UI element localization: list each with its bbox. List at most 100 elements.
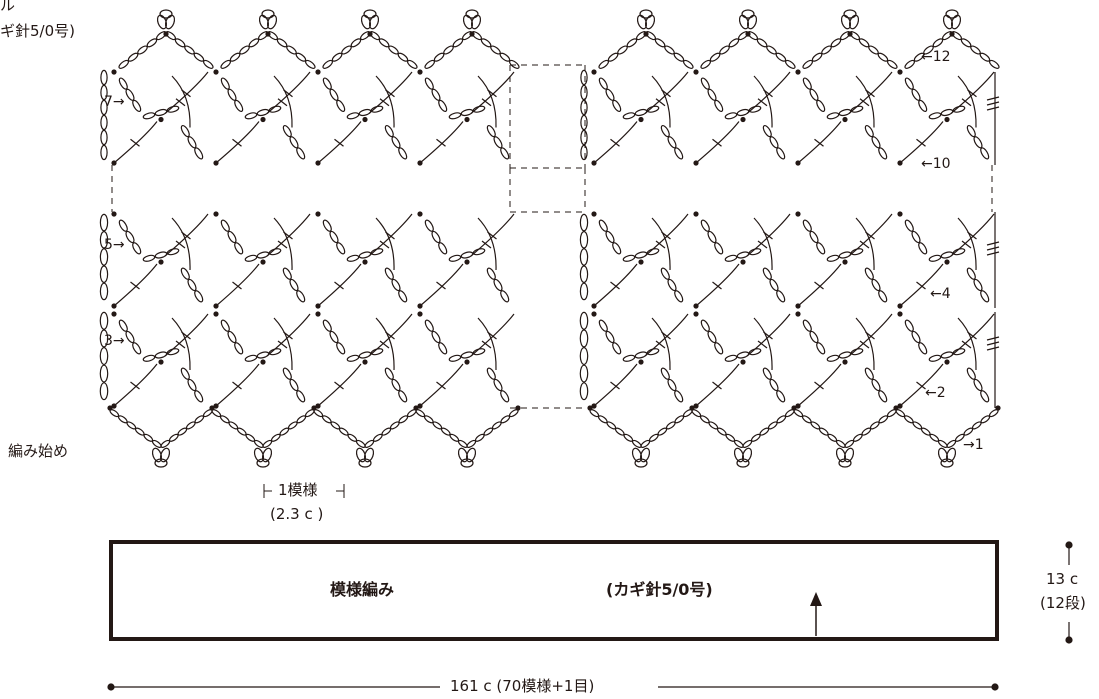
chain-stitch (388, 45, 399, 55)
chain-stitch (329, 330, 339, 344)
slip-stitch-dot (260, 259, 266, 265)
slip-stitch-dot (111, 69, 117, 75)
chain-stitch (125, 88, 135, 101)
chain-stitch (918, 242, 928, 255)
chain-stitch (766, 45, 777, 55)
chain-stitch (194, 290, 204, 303)
chain-stitch (391, 378, 401, 392)
slip-stitch-dot (417, 303, 423, 309)
chain-stitch (358, 351, 372, 359)
chain-stitch (660, 267, 670, 280)
chain-stitch (709, 52, 721, 62)
double-crochet-stitch (215, 263, 260, 307)
chain-stitch (664, 45, 675, 55)
stitch-crossbar (961, 340, 972, 349)
chain-stitch (296, 390, 306, 403)
double-crochet-stitch (644, 71, 689, 114)
double-crochet-stitch (171, 75, 191, 128)
chain-stitch (486, 367, 496, 380)
double-crochet-stitch (746, 313, 791, 357)
picot-loop (644, 14, 656, 30)
chain-stitch (234, 342, 244, 355)
stitch-crossbar (859, 340, 870, 349)
chain-stitch (180, 267, 190, 280)
chain-stitch (598, 319, 608, 332)
chain-stitch (500, 147, 510, 160)
chain-stitch (579, 364, 589, 383)
chain-stitch (776, 147, 786, 160)
stitch-crossbar (757, 340, 768, 349)
picot-loop (159, 9, 173, 19)
slip-stitch-dot (464, 116, 470, 123)
chain-stitch (776, 390, 786, 403)
chain-stitch (457, 439, 468, 448)
chain-stitch (370, 105, 384, 113)
chain-stitch (775, 52, 787, 62)
stitch-crossbar (334, 281, 344, 290)
stitch-crossbar (130, 138, 140, 147)
stitch-crossbar (277, 340, 288, 349)
slip-stitch-dot (995, 405, 1001, 411)
chain-stitch (646, 348, 660, 356)
chain-stitch (137, 45, 148, 55)
chain-stitch (598, 59, 609, 69)
stitch-crossbar (130, 281, 140, 290)
hook-size-fragment: ギ針5/0号) (0, 22, 75, 40)
double-crochet-stitch (848, 213, 893, 257)
chain-stitch (118, 59, 129, 69)
row-label-1: →1 (963, 437, 984, 453)
chain-stitch (322, 319, 332, 332)
double-crochet-stitch (651, 217, 671, 271)
chain-stitch (973, 136, 983, 149)
double-crochet-stitch (477, 75, 497, 128)
slip-stitch-dot (944, 116, 950, 123)
slip-stitch-dot (893, 405, 899, 411)
picot-loop (470, 14, 482, 30)
slip-stitch-dot (213, 403, 219, 409)
chain-stitch (370, 348, 384, 356)
chain-stitch (424, 59, 435, 69)
chain-stitch (707, 230, 717, 244)
slip-stitch-dot (111, 311, 117, 317)
chain-stitch (336, 99, 346, 113)
slip-stitch-dot (847, 31, 853, 37)
chain-stitch (127, 52, 139, 62)
chain-stitch (460, 351, 474, 359)
slip-stitch-dot (944, 359, 950, 365)
chain-stitch (424, 219, 434, 232)
picot-loop (945, 447, 957, 463)
chain-stitch (911, 230, 921, 244)
chain-stitch (234, 242, 244, 255)
double-crochet-stitch (746, 213, 791, 257)
chain-stitch (100, 99, 108, 116)
slip-stitch-dot (693, 311, 699, 317)
chain-stitch (193, 52, 205, 62)
slip-stitch-dot (795, 69, 801, 75)
chain-stitch (355, 439, 366, 448)
double-crochet-stitch (273, 217, 293, 271)
stitch-crossbar (916, 138, 926, 147)
slip-stitch-dot (587, 405, 593, 411)
chain-stitch (674, 390, 684, 403)
chain-stitch (448, 112, 462, 120)
tally-mark (986, 341, 1000, 346)
chain-stitch (756, 38, 768, 48)
chain-stitch (966, 267, 976, 280)
stitch-crossbar (757, 240, 768, 249)
picot-loop (363, 9, 377, 19)
chain-stitch (256, 251, 270, 259)
stitch-crossbar (232, 281, 242, 290)
chain-stitch (227, 88, 237, 101)
slip-stitch-dot (591, 160, 597, 166)
stitch-crossbar (436, 138, 446, 147)
double-crochet-stitch (368, 313, 413, 357)
chain-stitch (612, 99, 622, 113)
chain-stitch (960, 38, 972, 48)
chain-stitch (305, 59, 316, 69)
chain-stitch (282, 124, 292, 138)
pattern-label: 模様編み (330, 580, 395, 599)
chain-stitch (438, 342, 448, 355)
chain-stitch (234, 99, 244, 113)
chain-stitch (433, 52, 445, 62)
